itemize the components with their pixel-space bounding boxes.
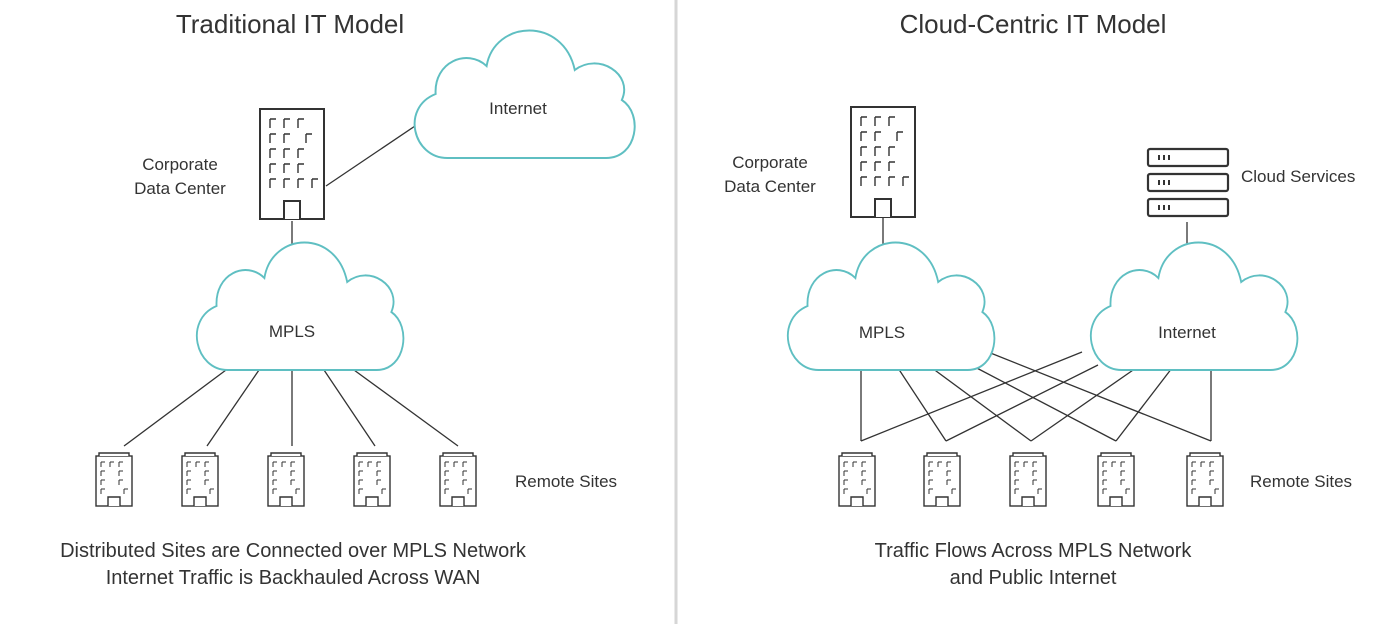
left-panel-title: Traditional IT Model bbox=[176, 9, 404, 39]
mpls-site-link bbox=[987, 351, 1212, 442]
mpls-site-link bbox=[323, 369, 376, 447]
mpls-site-link bbox=[123, 369, 227, 447]
building-icon bbox=[353, 452, 391, 507]
mpls-site-link bbox=[353, 369, 459, 447]
left-remote-sites-label: Remote Sites bbox=[515, 472, 617, 491]
building-icon bbox=[1186, 452, 1224, 507]
building-icon bbox=[439, 452, 477, 507]
left-links bbox=[123, 123, 459, 447]
traditional-it-panel: Traditional IT Model Internet Corporate … bbox=[60, 9, 636, 589]
remote-sites-left bbox=[95, 452, 477, 507]
office-building-icon bbox=[259, 108, 325, 220]
building-icon bbox=[923, 452, 961, 507]
right-datacenter-label-line1: Corporate bbox=[732, 153, 808, 172]
left-datacenter-label-line2: Data Center bbox=[134, 179, 226, 198]
mpls-site-link bbox=[206, 369, 260, 447]
left-datacenter-label-line1: Corporate bbox=[142, 155, 218, 174]
server-rack-icon bbox=[1146, 147, 1230, 218]
mpls-cloud-icon bbox=[786, 241, 996, 371]
mpls-site-link bbox=[931, 367, 1032, 442]
cloud-centric-it-panel: Cloud-Centric IT Model Corporate Data Ce… bbox=[724, 9, 1355, 589]
mpls-site-link bbox=[970, 364, 1117, 442]
right-internet-label: Internet bbox=[1158, 323, 1216, 342]
office-building-icon bbox=[850, 106, 916, 218]
right-datacenter-label-line2: Data Center bbox=[724, 177, 816, 196]
right-caption-line1: Traffic Flows Across MPLS Network bbox=[875, 540, 1193, 562]
internet-site-link bbox=[860, 351, 1083, 442]
remote-sites-right bbox=[838, 452, 1224, 507]
left-internet-label: Internet bbox=[489, 99, 547, 118]
right-caption-line2: and Public Internet bbox=[950, 567, 1117, 589]
right-mpls-label: MPLS bbox=[859, 323, 905, 342]
left-caption-line1: Distributed Sites are Connected over MPL… bbox=[60, 540, 527, 562]
right-remote-sites-label: Remote Sites bbox=[1250, 472, 1352, 491]
cloud-services-label: Cloud Services bbox=[1241, 167, 1355, 186]
mpls-cloud-icon bbox=[195, 241, 405, 371]
datacenter-internet-link bbox=[325, 123, 419, 187]
internet-cloud-icon bbox=[1089, 241, 1299, 371]
building-icon bbox=[838, 452, 876, 507]
internet-site-link bbox=[945, 364, 1099, 442]
right-panel-title: Cloud-Centric IT Model bbox=[900, 9, 1167, 39]
right-links bbox=[860, 218, 1212, 442]
building-icon bbox=[181, 452, 219, 507]
mpls-site-link bbox=[897, 367, 947, 442]
left-caption-line2: Internet Traffic is Backhauled Across WA… bbox=[106, 567, 481, 589]
internet-site-link bbox=[1030, 367, 1137, 442]
building-icon bbox=[1097, 452, 1135, 507]
internet-cloud-icon bbox=[413, 29, 636, 159]
left-mpls-label: MPLS bbox=[269, 322, 315, 341]
building-icon bbox=[267, 452, 305, 507]
internet-site-link bbox=[1115, 367, 1173, 442]
building-icon bbox=[95, 452, 133, 507]
building-icon bbox=[1009, 452, 1047, 507]
